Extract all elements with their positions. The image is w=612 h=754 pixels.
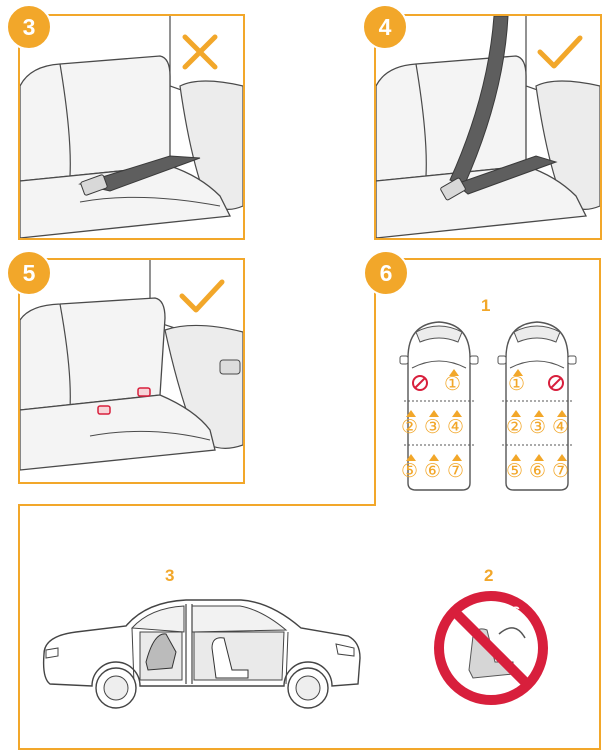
step-3-panel xyxy=(18,14,245,240)
seat-number: ⑦ xyxy=(552,461,570,482)
step-badge: 5 xyxy=(6,250,52,296)
check-icon xyxy=(178,276,226,316)
step-badge: 3 xyxy=(6,4,52,50)
airbag-text: AIRBAG xyxy=(468,604,522,618)
isofix-anchor-illustration xyxy=(20,260,243,471)
airbag-warning-icon: AIRBAG xyxy=(433,590,549,706)
step-5-panel xyxy=(18,258,245,484)
airbag-label: 2 xyxy=(484,566,494,585)
seat-number: ⑤ xyxy=(401,461,419,482)
seat-number: ② xyxy=(401,417,419,438)
seat-plan-car-left: ① ② ③ ④ ⑤ ⑥ ⑦ xyxy=(398,318,480,493)
seat-number: ⑥ xyxy=(424,461,442,482)
seat-number: ⑦ xyxy=(447,461,465,482)
seat-number: ⑤ xyxy=(506,461,524,482)
check-icon xyxy=(536,32,584,72)
step-4-panel xyxy=(374,14,602,240)
sedan-illustration xyxy=(36,592,366,712)
seat-number: ④ xyxy=(552,417,570,438)
seat-number: ① xyxy=(508,374,526,395)
seat-number: ① xyxy=(444,374,462,395)
seat-plan-car-right: ① ② ③ ④ ⑤ ⑥ ⑦ xyxy=(496,318,578,493)
back-seat-lap-belt-illustration xyxy=(20,16,243,238)
seat-number: ④ xyxy=(447,417,465,438)
seat-number: ② xyxy=(506,417,524,438)
seat-plan-label: 1 xyxy=(481,296,491,315)
seat-number: ③ xyxy=(529,417,547,438)
step-badge: 4 xyxy=(362,4,408,50)
seat-number: ⑥ xyxy=(529,461,547,482)
back-seat-3-point-belt-illustration xyxy=(376,16,600,238)
cross-icon xyxy=(180,32,220,72)
step-badge: 6 xyxy=(363,250,409,296)
seat-number: ③ xyxy=(424,417,442,438)
car-label: 3 xyxy=(165,566,175,585)
